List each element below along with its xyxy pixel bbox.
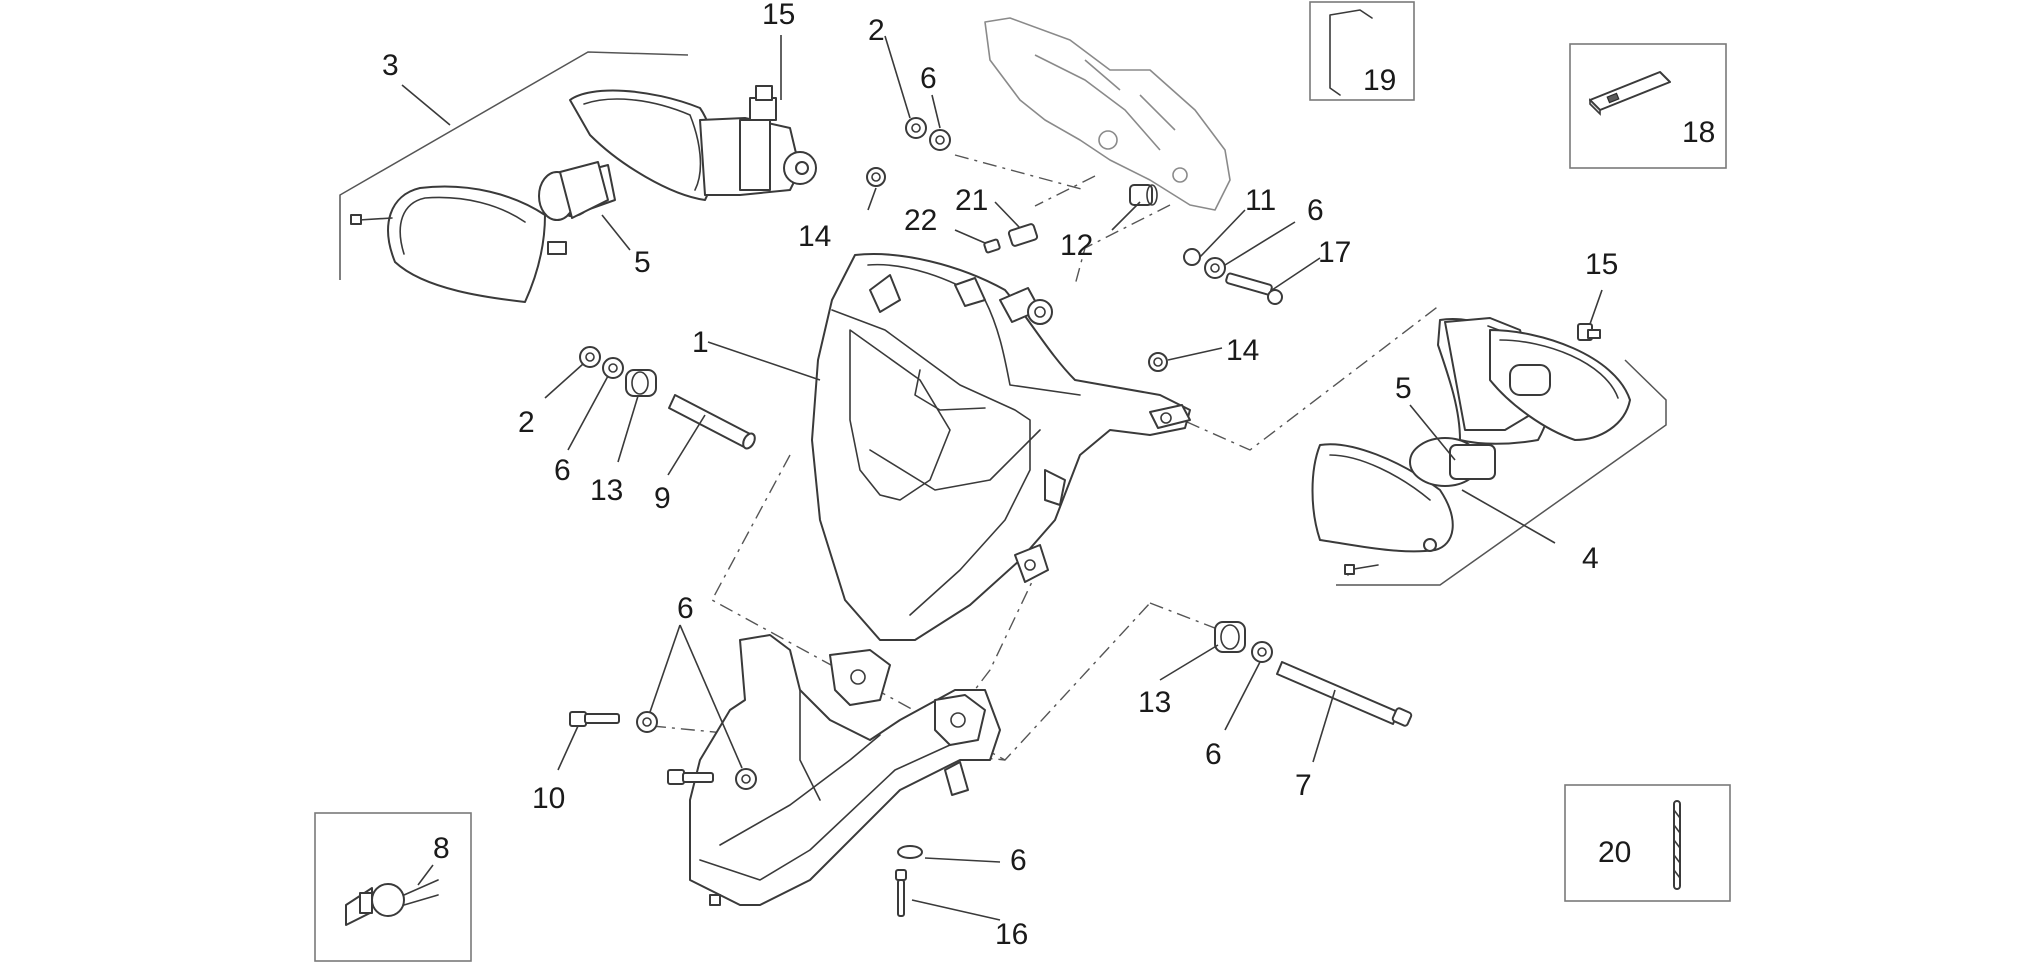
nut-icon	[1148, 352, 1168, 372]
kit-bracket-3	[339, 51, 689, 280]
callout-6: 6	[677, 592, 694, 625]
callout-13: 13	[1138, 686, 1171, 719]
spacer-icon	[1129, 184, 1158, 206]
callout-5: 5	[634, 246, 651, 279]
callout-8: 8	[433, 832, 450, 865]
box-19	[1309, 1, 1415, 101]
cable-icon	[1673, 800, 1681, 890]
callout-22: 22	[904, 204, 937, 237]
washer-icon	[905, 117, 951, 151]
clip-icon	[1329, 9, 1373, 96]
callout-6: 6	[920, 62, 937, 95]
callout-16: 16	[995, 918, 1028, 951]
kit-bracket-4	[1336, 359, 1667, 586]
callout-6: 6	[1307, 194, 1324, 227]
callout-14: 14	[1226, 334, 1259, 367]
callout-11: 11	[1245, 184, 1276, 217]
turn-signal-left-rear-icon	[569, 85, 817, 201]
callout-19: 19	[1363, 64, 1396, 97]
callout-labels: 1 2 2 3 4 5 5 6 6 6 6 6 6 7 8 9 10 11 12…	[382, 0, 1715, 951]
callout-12: 12	[1060, 229, 1093, 262]
callout-6: 6	[1205, 738, 1222, 771]
callout-3: 3	[382, 49, 399, 82]
callout-5: 5	[1395, 372, 1412, 405]
nut-icon	[866, 167, 886, 187]
callout-15: 15	[1585, 248, 1618, 281]
callout-2: 2	[518, 406, 535, 439]
callout-18: 18	[1682, 116, 1715, 149]
cable-tie-icon	[1589, 71, 1671, 116]
callout-2: 2	[868, 14, 885, 47]
callout-1: 1	[692, 326, 709, 359]
halogen-bulb-icon	[345, 879, 439, 926]
connector-icon	[983, 223, 1039, 254]
headlight-assembly-icon	[811, 253, 1191, 641]
screw-icon	[895, 845, 923, 917]
screw-icon	[569, 711, 757, 790]
bulb-icon	[538, 161, 609, 221]
screw-icon	[1577, 323, 1601, 341]
callout-13: 13	[590, 474, 623, 507]
box-18	[1569, 43, 1727, 169]
callout-21: 21	[955, 184, 988, 217]
box-20	[1564, 784, 1731, 902]
callout-6: 6	[1010, 844, 1027, 877]
callout-4: 4	[1582, 542, 1599, 575]
callout-6: 6	[554, 454, 571, 487]
callout-7: 7	[1295, 769, 1312, 802]
headlight-bracket-icon	[689, 634, 1001, 906]
callout-9: 9	[654, 482, 671, 515]
callout-20: 20	[1598, 836, 1631, 869]
spacer-parts-right-icon	[1214, 621, 1413, 727]
leader-lines	[401, 35, 1603, 921]
callout-15: 15	[762, 0, 795, 31]
screw-icon	[1183, 248, 1283, 305]
turn-signal-right-icon	[1311, 317, 1631, 576]
callout-17: 17	[1318, 236, 1351, 269]
box-8	[314, 812, 472, 962]
spacer-parts-left-icon	[579, 346, 756, 450]
instrument-bracket-icon	[984, 17, 1231, 211]
callout-14: 14	[798, 220, 831, 253]
callout-10: 10	[532, 782, 565, 815]
